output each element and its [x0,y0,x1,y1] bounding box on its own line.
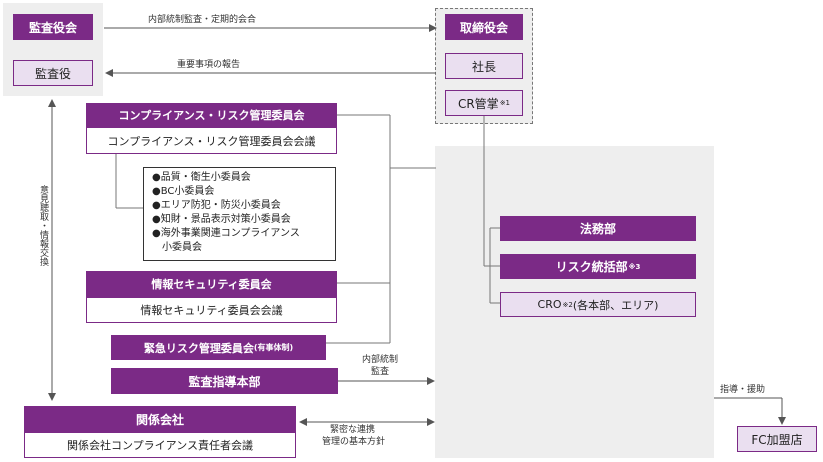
exchange-label: 意見聴取・情報交換 [38,185,48,266]
affiliates-meeting-box: 関係会社コンプライアンス責任者会議 [24,432,296,458]
emergency-committee-suffix: (有事体制) [253,343,294,352]
cr-officer-box: CR管掌※1 [445,90,523,116]
subcommittee-item: ●海外事業関連コンプライアンス [152,228,300,239]
audit-board-box: 監査役会 [13,14,93,40]
emergency-committee-box: 緊急リスク管理委員会(有事体制) [111,335,326,360]
compliance-meeting-box: コンプライアンス・リスク管理委員会会議 [86,127,337,154]
close-coop-label: 緊密な連携 [330,425,376,435]
basic-policy-label: 管理の基本方針 [322,437,386,447]
cr-officer-note: ※1 [499,99,511,107]
report-label: 重要事項の報告 [177,60,241,70]
legal-dept-box: 法務部 [500,216,696,241]
cro-label: CRO [537,298,562,311]
audit-label: 監査 [371,367,390,377]
compliance-committee-box: コンプライアンス・リスク管理委員会 [86,103,337,127]
cr-officer-label: CR管掌 [457,96,499,111]
subcommittee-item: ●知財・景品表示対策小委員会 [152,214,291,225]
infosec-meeting-box: 情報セキュリティ委員会会議 [86,297,337,323]
risk-dept-label: リスク統括部 [555,260,628,274]
subcommittee-item: ●品質・衛生小委員会 [152,172,251,183]
risk-dept-box: リスク統括部※3 [500,254,696,279]
cro-box: CRO※2(各本部、エリア) [500,292,696,317]
audit-hq-box: 監査指導本部 [111,368,338,394]
cro-note: ※2 [562,300,573,309]
subcommittee-list: ●品質・衛生小委員会 ●BC小委員会 ●エリア防犯・防災小委員会 ●知財・景品表… [143,167,336,261]
affiliates-box: 関係会社 [24,406,296,432]
audit-meeting-label: 内部統制監査・定期的会合 [148,15,257,25]
board-of-directors-box: 取締役会 [445,14,523,40]
president-box: 社長 [445,53,523,79]
auditor-box: 監査役 [13,60,93,86]
risk-dept-note: ※3 [628,262,641,271]
franchise-box: FC加盟店 [737,426,817,452]
guidance-label: 指導・援助 [720,385,766,395]
subcommittee-item: 小委員会 [152,242,202,253]
emergency-committee-label: 緊急リスク管理委員会 [143,341,254,355]
infosec-committee-box: 情報セキュリティ委員会 [86,271,337,297]
subcommittee-item: ●エリア防犯・防災小委員会 [152,200,281,211]
internal-control-label: 内部統制 [362,355,399,365]
cro-suffix: (各本部、エリア) [572,298,659,312]
subcommittee-item: ●BC小委員会 [152,186,215,197]
